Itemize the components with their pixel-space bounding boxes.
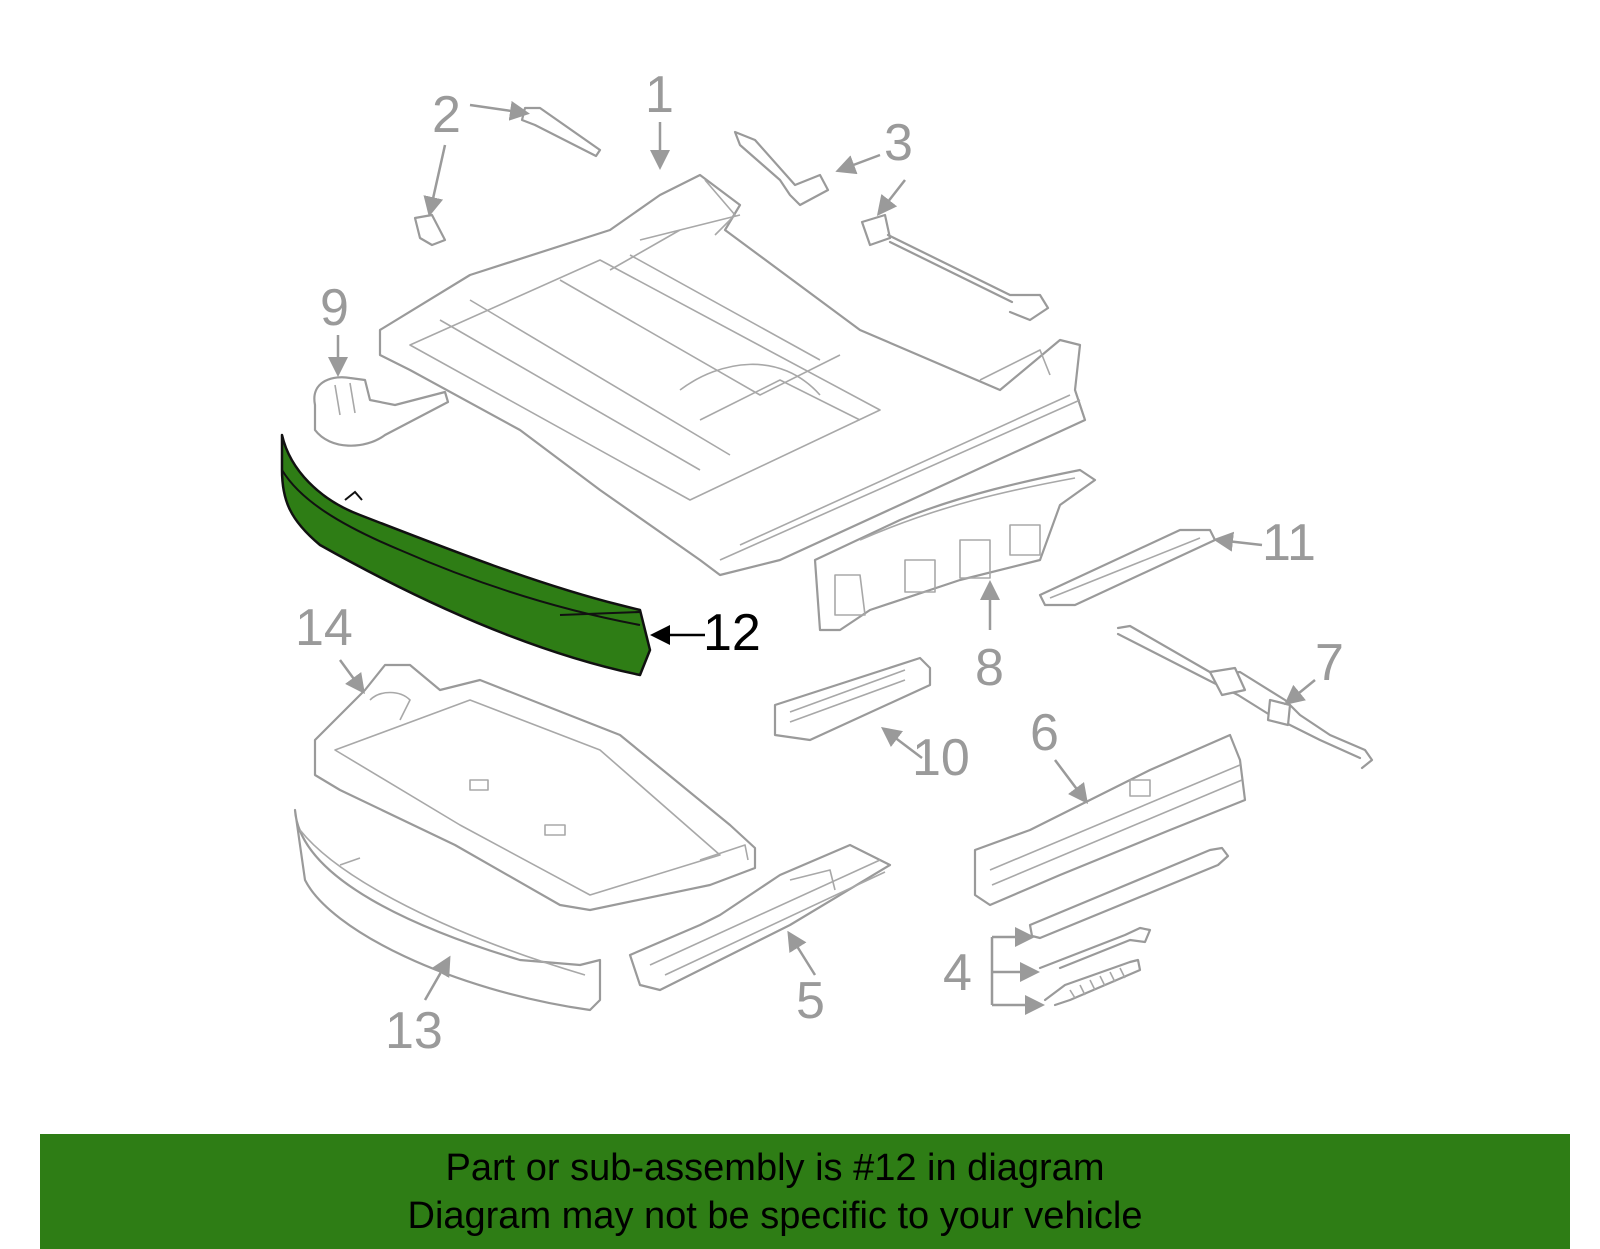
part-5-track[interactable] (628, 843, 892, 992)
banner-line-1: Part or sub-assembly is #12 in diagram (445, 1147, 1105, 1189)
parts-diagram: 1 2 3 4 5 6 7 8 9 10 11 12 13 14 (280, 66, 1374, 1060)
part-7-rod[interactable] (1116, 624, 1374, 770)
part-9-clip[interactable] (313, 376, 450, 447)
part-8-motor-bracket[interactable] (813, 468, 1097, 632)
callout-9: 9 (320, 279, 349, 337)
part-1-seat-frame[interactable] (378, 173, 1087, 577)
part-3-cable[interactable] (733, 130, 1050, 322)
part-4-rods-springs[interactable] (990, 846, 1230, 1015)
part-6-track[interactable] (973, 733, 1247, 907)
callout-7: 7 (1315, 634, 1344, 692)
callout-12: 12 (703, 604, 761, 662)
part-14-seat-pan[interactable] (313, 663, 757, 912)
callout-8: 8 (975, 639, 1004, 697)
callout-11: 11 (1262, 514, 1316, 572)
info-banner: Part or sub-assembly is #12 in diagram D… (40, 1134, 1570, 1249)
callout-13: 13 (385, 1002, 443, 1060)
callout-14: 14 (295, 599, 353, 657)
callout-2: 2 (432, 86, 461, 144)
callout-4: 4 (943, 944, 972, 1002)
callout-1: 1 (645, 66, 674, 124)
leader-lines (328, 100, 1316, 1001)
part-10-bracket[interactable] (773, 656, 932, 742)
callout-labels: 1 2 3 4 5 6 7 8 9 10 11 12 13 14 (295, 66, 1344, 1060)
banner-line-2: Diagram may not be specific to your vehi… (407, 1195, 1143, 1237)
callout-10: 10 (912, 729, 970, 787)
callout-5: 5 (796, 972, 825, 1030)
part-11-rail-cover[interactable] (1038, 528, 1217, 607)
callout-6: 6 (1030, 704, 1059, 762)
part-12-highlighted-trim[interactable] (280, 433, 652, 677)
callout-3: 3 (884, 114, 913, 172)
